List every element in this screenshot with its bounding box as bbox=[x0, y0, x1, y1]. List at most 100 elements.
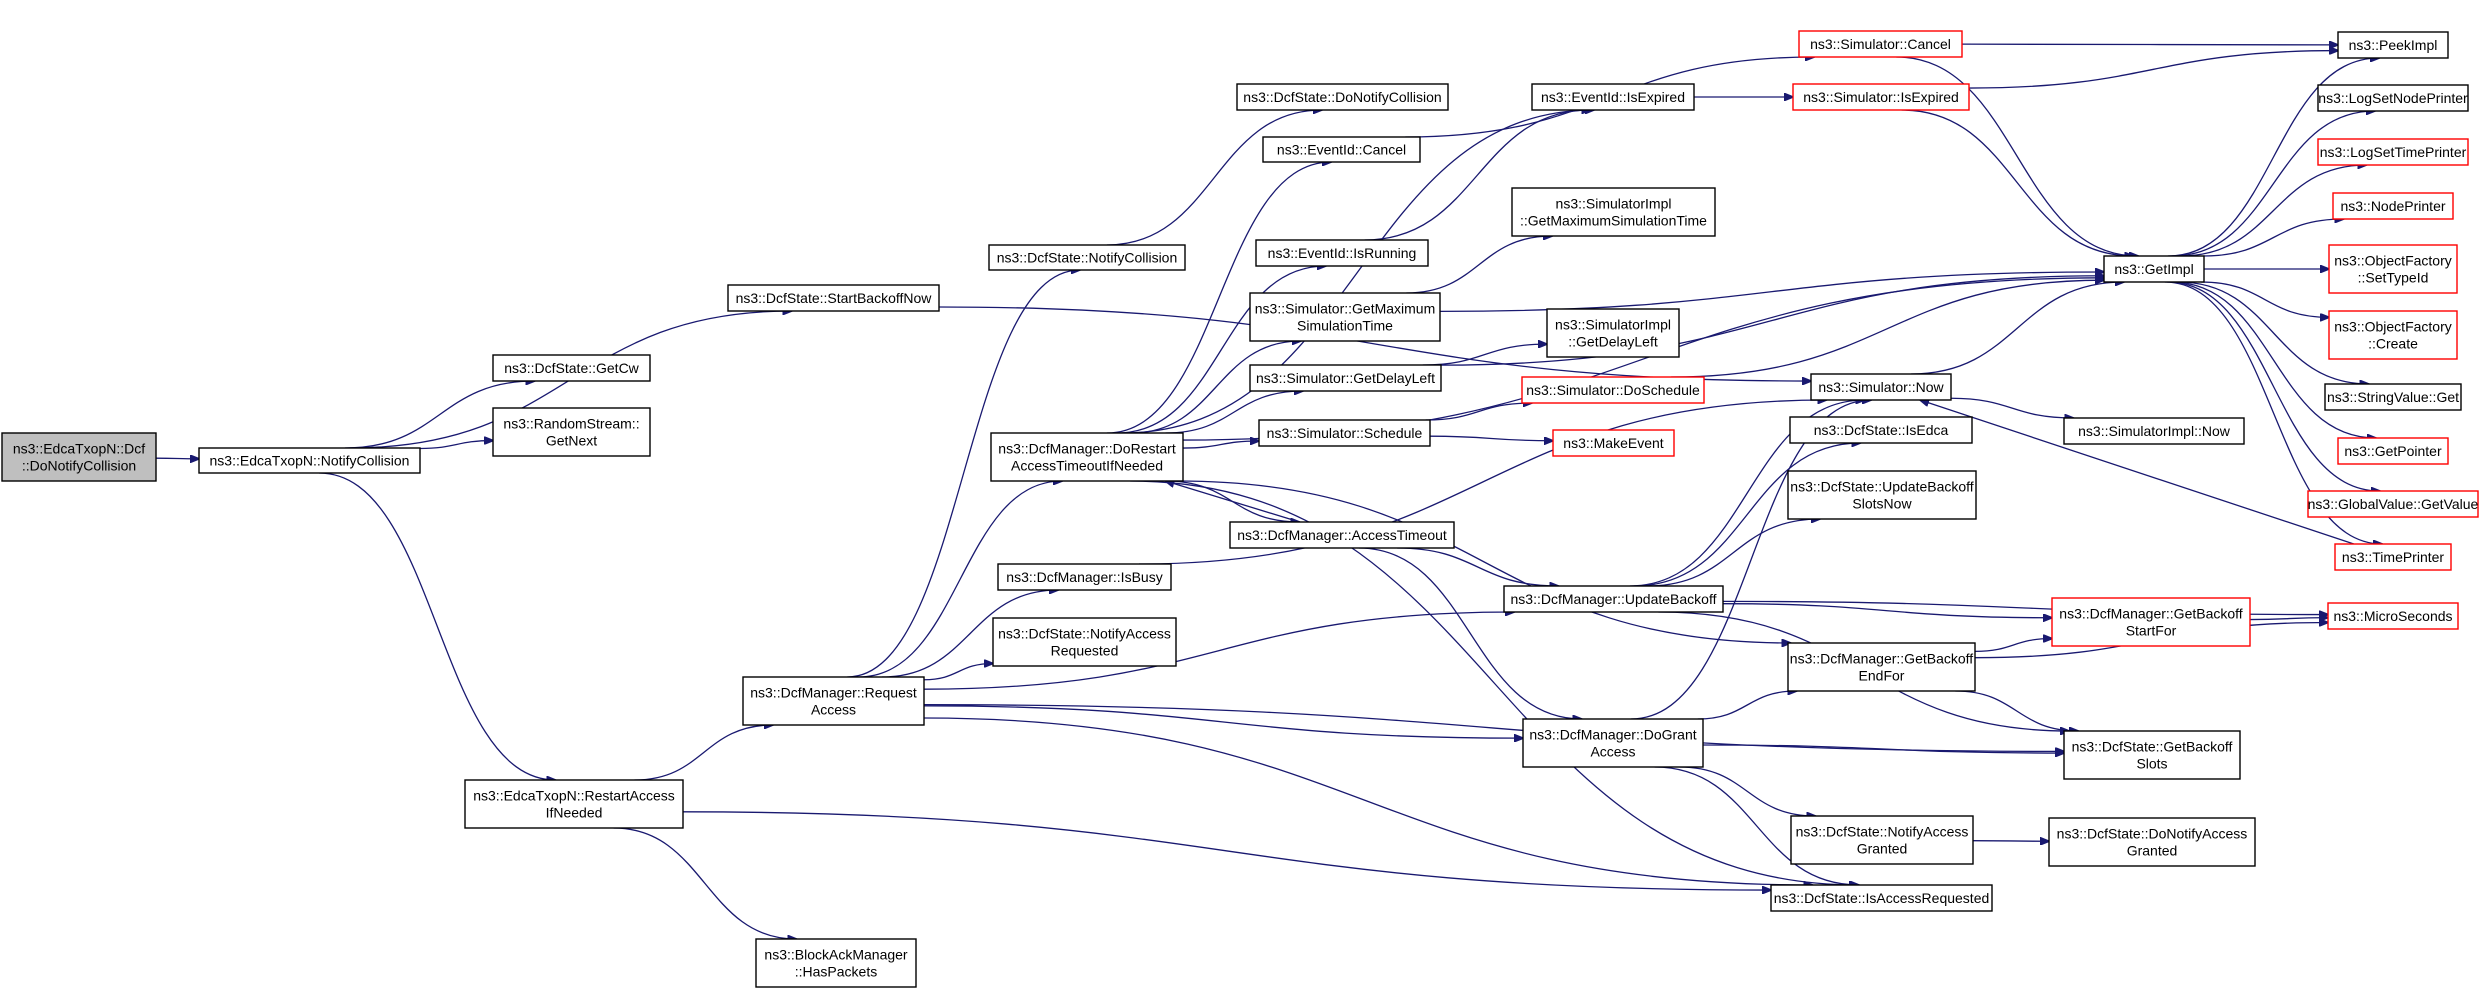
node-nodePrinter[interactable]: ns3::NodePrinter bbox=[2332, 192, 2454, 220]
node-box bbox=[1229, 521, 1455, 549]
node-simCancel[interactable]: ns3::Simulator::Cancel bbox=[1798, 30, 1963, 58]
node-implGetDelayLeft[interactable]: ns3::SimulatorImpl::GetDelayLeft bbox=[1546, 308, 1680, 358]
node-label: ns3::EdcaTxopN::Dcf bbox=[13, 441, 145, 457]
edge-simSchedule-to-makeEvent bbox=[1429, 435, 1553, 441]
edge-restartAccess-to-requestAccess bbox=[634, 725, 773, 781]
node-box bbox=[1552, 429, 1675, 457]
node-isEdca[interactable]: ns3::DcfState::IsEdca bbox=[1789, 416, 1973, 444]
edge-requestAccess-to-updateBackoff bbox=[923, 612, 1514, 690]
node-label: ::Create bbox=[2368, 336, 2418, 352]
node-objFactoryCreate[interactable]: ns3::ObjectFactory::Create bbox=[2328, 310, 2458, 360]
node-box bbox=[2063, 417, 2245, 445]
node-microSeconds[interactable]: ns3::MicroSeconds bbox=[2327, 602, 2459, 630]
node-isAccessRequested[interactable]: ns3::DcfState::IsAccessRequested bbox=[1770, 884, 1993, 912]
node-eventCancel[interactable]: ns3::EventId::Cancel bbox=[1262, 136, 1421, 163]
edge-doRestart-to-simGetDelayLeft bbox=[1165, 391, 1303, 434]
node-box bbox=[1511, 187, 1716, 237]
edge-doGrantAccess-to-getBackoffSlots bbox=[1702, 744, 2064, 753]
node-box bbox=[990, 432, 1184, 482]
node-box bbox=[1787, 470, 1977, 520]
node-label: ns3::BlockAckManager bbox=[764, 947, 908, 963]
node-updateBackoff[interactable]: ns3::DcfManager::UpdateBackoff bbox=[1503, 585, 1724, 613]
node-startBackoffNow[interactable]: ns3::DcfState::StartBackoffNow bbox=[727, 284, 940, 312]
node-dcfNotifyCollision[interactable]: ns3::DcfState::NotifyCollision bbox=[988, 244, 1186, 271]
node-simNow[interactable]: ns3::Simulator::Now bbox=[1810, 373, 1952, 401]
node-logSetNodePrinter[interactable]: ns3::LogSetNodePrinter bbox=[2317, 84, 2469, 112]
node-hasPackets[interactable]: ns3::BlockAckManager::HasPackets bbox=[755, 938, 917, 988]
node-simSchedule[interactable]: ns3::Simulator::Schedule bbox=[1258, 419, 1431, 447]
node-label: ::GetDelayLeft bbox=[1568, 334, 1658, 350]
edge-doGrantAccess-to-notifyAccessGranted bbox=[1679, 766, 1816, 816]
edge-accessTimeout-to-doRestart bbox=[1165, 481, 1300, 523]
node-doNotifyCollision[interactable]: ns3::DcfState::DoNotifyCollision bbox=[1236, 83, 1449, 111]
node-globalValueGetValue[interactable]: ns3::GlobalValue::GetValue bbox=[2307, 490, 2479, 518]
node-box bbox=[1258, 419, 1431, 447]
node-label: ns3::Simulator::GetMaximum bbox=[1255, 301, 1436, 317]
node-box bbox=[1, 432, 157, 482]
node-eventIsExpired[interactable]: ns3::EventId::IsExpired bbox=[1531, 83, 1695, 111]
node-box bbox=[492, 407, 651, 457]
node-notifyCollision[interactable]: ns3::EdcaTxopN::NotifyCollision bbox=[198, 447, 421, 474]
node-box bbox=[2317, 138, 2469, 166]
node-label: ns3::DcfState::NotifyAccess bbox=[998, 626, 1171, 642]
edge-simSchedule-to-simDoSchedule bbox=[1425, 403, 1532, 421]
node-label: ns3::EventId::IsExpired bbox=[1541, 89, 1685, 105]
node-accessTimeout[interactable]: ns3::DcfManager::AccessTimeout bbox=[1229, 521, 1455, 549]
node-isBusy[interactable]: ns3::DcfManager::IsBusy bbox=[997, 563, 1172, 591]
node-implNow[interactable]: ns3::SimulatorImpl::Now bbox=[2063, 417, 2245, 445]
node-box bbox=[2317, 84, 2469, 112]
node-label: ns3::EventId::Cancel bbox=[1277, 142, 1406, 158]
node-randomStream[interactable]: ns3::RandomStream::GetNext bbox=[492, 407, 651, 457]
node-label: ns3::GetImpl bbox=[2114, 261, 2193, 277]
node-box bbox=[755, 938, 917, 988]
node-eventIsRunning[interactable]: ns3::EventId::IsRunning bbox=[1255, 239, 1429, 267]
edge-requestAccess-to-getBackoffSlots bbox=[923, 704, 2064, 752]
node-box bbox=[2337, 437, 2449, 465]
node-objFactorySetTypeId[interactable]: ns3::ObjectFactory::SetTypeId bbox=[2328, 244, 2458, 294]
node-getImpl[interactable]: ns3::GetImpl bbox=[2103, 255, 2205, 283]
node-makeEvent[interactable]: ns3::MakeEvent bbox=[1552, 429, 1675, 457]
node-label: ns3::PeekImpl bbox=[2349, 37, 2438, 53]
node-getCw[interactable]: ns3::DcfState::GetCw bbox=[492, 354, 651, 382]
edge-getImpl-to-timePrinter bbox=[2164, 281, 2382, 544]
node-logSetTimePrinter[interactable]: ns3::LogSetTimePrinter bbox=[2317, 138, 2469, 166]
edge-getBackoffEndFor-to-getBackoffSlots bbox=[1955, 690, 2078, 731]
edge-simGetMax-to-implGetMax bbox=[1406, 236, 1552, 294]
node-label: IfNeeded bbox=[546, 805, 603, 821]
edge-simGetDelayLeft-to-getImpl bbox=[1440, 276, 2104, 366]
node-timePrinter[interactable]: ns3::TimePrinter bbox=[2334, 543, 2452, 571]
node-simDoSchedule[interactable]: ns3::Simulator::DoSchedule bbox=[1521, 376, 1705, 404]
node-peekImpl[interactable]: ns3::PeekImpl bbox=[2337, 31, 2449, 59]
edge-simGetDelayLeft-to-implGetDelayLeft bbox=[1422, 344, 1547, 366]
node-simGetDelayLeft[interactable]: ns3::Simulator::GetDelayLeft bbox=[1249, 364, 1442, 392]
node-label: ns3::DcfManager::AccessTimeout bbox=[1237, 527, 1447, 543]
edge-restartAccess-to-hasPackets bbox=[613, 827, 797, 939]
node-simIsExpired[interactable]: ns3::Simulator::IsExpired bbox=[1792, 83, 1970, 111]
node-label: StartFor bbox=[2126, 623, 2177, 639]
node-simGetMax[interactable]: ns3::Simulator::GetMaximumSimulationTime bbox=[1249, 292, 1441, 342]
node-label: AccessTimeoutIfNeeded bbox=[1011, 458, 1163, 474]
node-box bbox=[1521, 376, 1705, 404]
edge-requestAccess-to-isBusy bbox=[882, 590, 1058, 678]
node-implGetMax[interactable]: ns3::SimulatorImpl::GetMaximumSimulation… bbox=[1511, 187, 1716, 237]
node-label: ::GetMaximumSimulationTime bbox=[1520, 213, 1707, 229]
edge-doRestart-to-isAccessRequested bbox=[1130, 480, 1858, 885]
node-getPointer[interactable]: ns3::GetPointer bbox=[2337, 437, 2449, 465]
edge-getBackoffStartFor-to-microSeconds bbox=[2249, 618, 2328, 620]
node-stringValueGet[interactable]: ns3::StringValue::Get bbox=[2324, 383, 2462, 411]
edge-doRestart-to-simGetMax bbox=[1131, 341, 1301, 434]
node-label: ns3::DcfState::NotifyAccess bbox=[1796, 824, 1969, 840]
node-doRestart[interactable]: ns3::DcfManager::DoRestartAccessTimeoutI… bbox=[990, 432, 1184, 482]
node-box bbox=[2337, 31, 2449, 59]
